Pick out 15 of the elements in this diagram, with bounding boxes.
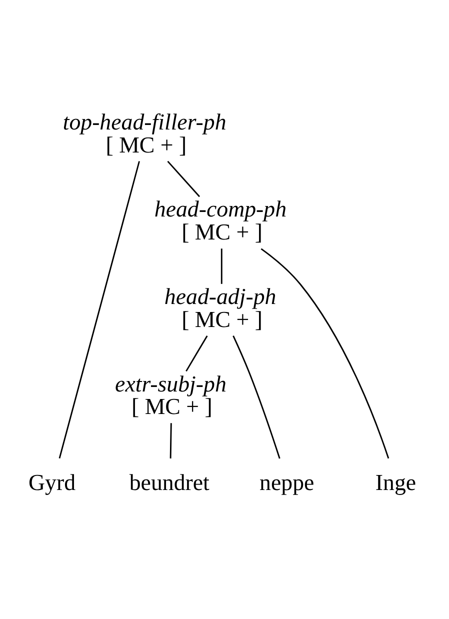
connector — [167, 160, 200, 197]
connector — [220, 248, 222, 284]
node-text: extr-subj-ph [ MC + ] — [115, 370, 226, 419]
node-text: head-adj-ph [ MC + ] — [164, 283, 276, 332]
connector — [186, 334, 208, 372]
connector — [232, 334, 280, 458]
node-text: beundret — [129, 469, 210, 494]
connector — [58, 160, 140, 458]
connector — [260, 248, 390, 458]
connector — [170, 422, 172, 458]
node-text: top-head-filler-ph [ MC + ] — [62, 108, 226, 157]
node-text: neppe — [260, 469, 314, 494]
node-text: Inge — [375, 469, 416, 494]
node-text: head-comp-ph [ MC + ] — [154, 196, 287, 244]
node-text: Gyrd — [28, 469, 76, 494]
